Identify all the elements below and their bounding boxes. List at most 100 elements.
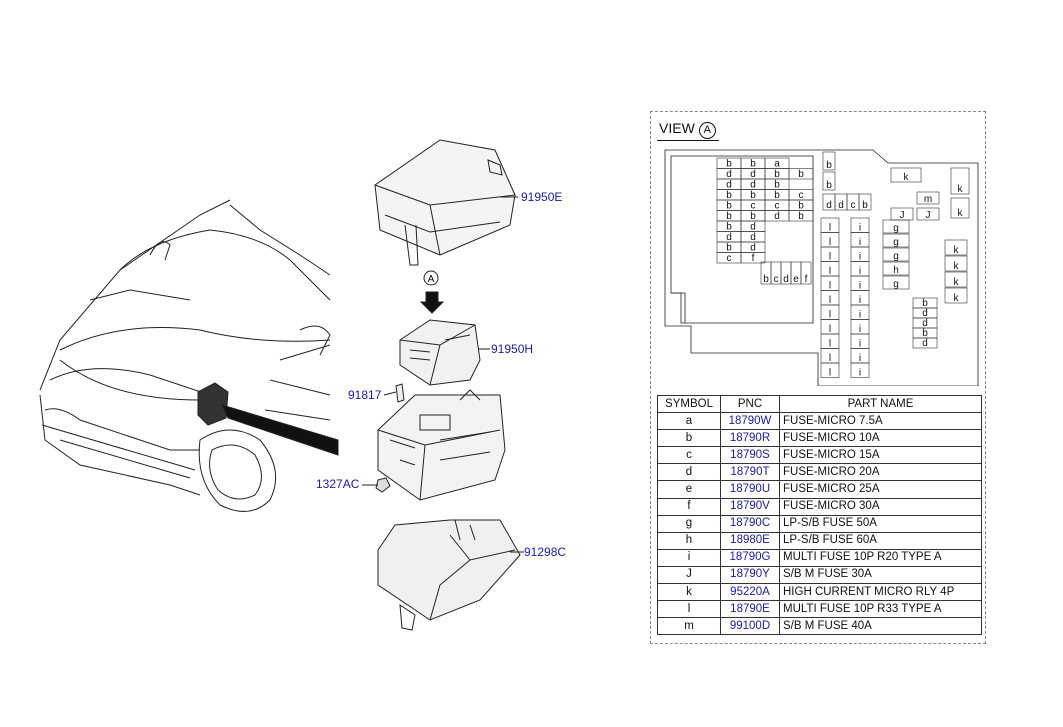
fuse-slot-symbol: l: [829, 324, 831, 335]
fuse-slot-symbol: b: [726, 201, 732, 212]
legend-part-name: MULTI FUSE 10P R33 TYPE A: [779, 600, 982, 619]
fuse-slot-symbol: g: [893, 223, 899, 234]
callout-junction-block[interactable]: 91950H: [491, 342, 534, 356]
fuse-slot-symbol: c: [727, 253, 732, 264]
fuse-slot-symbol: d: [750, 169, 756, 180]
fuse-slot-symbol: b: [826, 160, 832, 171]
fuse-slot-symbol: i: [859, 295, 861, 306]
fuse-slot-symbol: i: [859, 324, 861, 335]
legend-part-name: FUSE-MICRO 20A: [779, 463, 982, 482]
fuse-puller-illustration: [395, 383, 405, 403]
fuse-slot: [800, 261, 812, 285]
fuse-slot-symbol: f: [805, 274, 808, 285]
fuse-slot-symbol: J: [926, 210, 931, 221]
fuse-slot-symbol: l: [829, 281, 831, 292]
fuse-slot: [788, 168, 814, 180]
fuse-slot: [950, 197, 970, 219]
legend-pnc[interactable]: 95220A: [720, 583, 780, 602]
fuse-slot-symbol: c: [775, 201, 780, 212]
legend-pnc[interactable]: 18980E: [720, 531, 780, 550]
legend-part-name: LP-S/B FUSE 60A: [779, 531, 982, 550]
fuse-slot-symbol: k: [954, 293, 960, 304]
legend-pnc[interactable]: 18790G: [720, 548, 780, 567]
view-title-marker: A: [698, 122, 716, 139]
legend-pnc[interactable]: 99100D: [720, 617, 780, 636]
junction-block-illustration: [399, 319, 481, 386]
fuse-slot-symbol: b: [922, 328, 928, 339]
legend-header-symbol: SYMBOL: [657, 394, 721, 414]
legend-symbol: c: [657, 446, 721, 465]
callout-top-cover[interactable]: 91950E: [521, 190, 563, 204]
fuse-box-outline: [664, 149, 979, 386]
fuse-slot-symbol: d: [922, 308, 928, 319]
legend-pnc[interactable]: 18790R: [720, 429, 780, 448]
fuse-slot: [882, 233, 910, 248]
fuse-slot: [882, 219, 910, 234]
leader-wedge: [221, 404, 339, 456]
fuse-slot-symbol: k: [904, 172, 910, 183]
fuse-slot-symbol: k: [954, 277, 960, 288]
fuse-slot-symbol: b: [763, 274, 769, 285]
fuse-slot: [944, 255, 968, 272]
fuse-slot-symbol: b: [726, 243, 732, 254]
fuse-box-location: [197, 382, 229, 426]
fuse-slot-symbol: b: [750, 211, 756, 222]
legend-pnc[interactable]: 18790S: [720, 446, 780, 465]
fuse-slot-symbol: J: [900, 210, 905, 221]
fuse-slot: [788, 210, 814, 222]
fuse-slot: [822, 171, 836, 191]
view-title-underline: [657, 140, 719, 141]
fuse-slot-symbol: i: [859, 353, 861, 364]
legend-part-name: FUSE-MICRO 25A: [779, 480, 982, 499]
legend-pnc[interactable]: 18790E: [720, 600, 780, 619]
fuse-slot-symbol: c: [799, 190, 804, 201]
legend-symbol: k: [657, 583, 721, 602]
fuse-slot-symbol: c: [774, 274, 779, 285]
legend-pnc[interactable]: 18790U: [720, 480, 780, 499]
fuse-slot: [858, 193, 872, 211]
fuse-slot-symbol: e: [793, 274, 799, 285]
fuse-slot-symbol: h: [893, 265, 899, 276]
legend-pnc[interactable]: 18790V: [720, 497, 780, 516]
insert-arrow: [419, 291, 445, 314]
fuse-slot-symbol: l: [829, 339, 831, 350]
top-cover-illustration: [374, 139, 516, 266]
fuse-slot: [950, 167, 970, 195]
legend-symbol: e: [657, 480, 721, 499]
callout-fuse-puller[interactable]: 91817: [348, 388, 382, 402]
legend-pnc[interactable]: 18790W: [720, 412, 780, 431]
fuse-slot-symbol: b: [726, 190, 732, 201]
legend-pnc[interactable]: 18790T: [720, 463, 780, 482]
fuse-slot-symbol: b: [922, 298, 928, 309]
fuse-slot-symbol: l: [829, 252, 831, 263]
fuse-slot-symbol: c: [851, 200, 856, 211]
fuse-slot-symbol: d: [726, 169, 732, 180]
callout-lower-cover[interactable]: 91298C: [524, 545, 567, 559]
fuse-slot-symbol: d: [783, 274, 789, 285]
fuse-slot-symbol: i: [859, 339, 861, 350]
callout-nut[interactable]: 1327AC: [316, 477, 360, 491]
legend-pnc[interactable]: 18790C: [720, 514, 780, 533]
legend-part-name: LP-S/B FUSE 50A: [779, 514, 982, 533]
fuse-slot-symbol: b: [798, 201, 804, 212]
fuse-slot-symbol: d: [750, 180, 756, 191]
fuse-slot: [944, 239, 968, 256]
fuse-slot-symbol: d: [826, 200, 832, 211]
legend-symbol: i: [657, 548, 721, 567]
legend-part-name: HIGH CURRENT MICRO RLY 4P: [779, 583, 982, 602]
legend-pnc[interactable]: 18790Y: [720, 565, 780, 585]
fuse-slot-symbol: b: [774, 169, 780, 180]
fuse-slot-symbol: l: [829, 295, 831, 306]
fuse-slot-symbol: b: [726, 159, 732, 170]
legend-header-pnc: PNC: [720, 394, 780, 414]
fuse-slot-symbol: d: [726, 232, 732, 243]
fuse-slot-symbol: i: [859, 310, 861, 321]
legend-part-name: MULTI FUSE 10P R20 TYPE A: [779, 548, 982, 567]
